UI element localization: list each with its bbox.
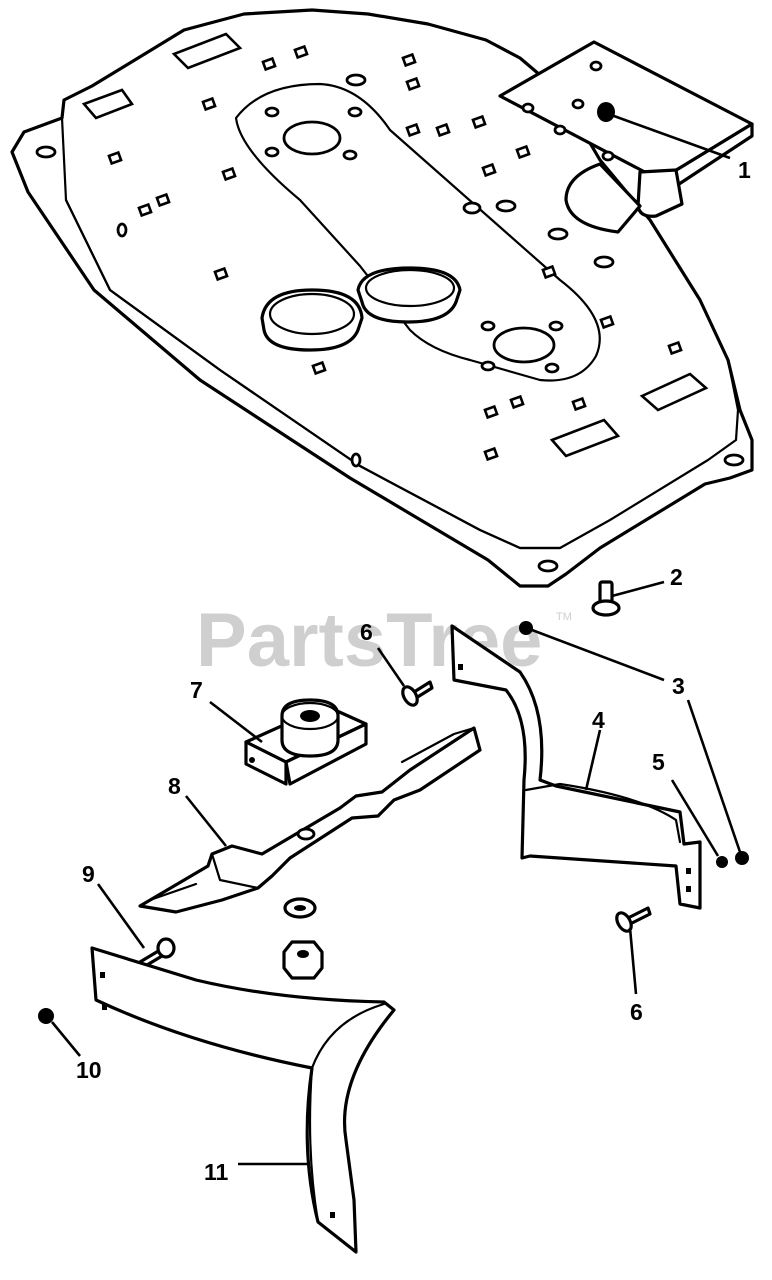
part-6-bolt-lower xyxy=(615,906,652,933)
callout-6-upper: 6 xyxy=(360,619,373,645)
part-1-bracket xyxy=(498,40,754,234)
part-8-blade xyxy=(138,726,482,914)
callout-labels: 1 2 3 4 5 6 6 7 8 9 10 11 xyxy=(76,157,751,1185)
blade-washer xyxy=(283,897,317,919)
part-4-baffle xyxy=(450,624,702,910)
callout-9: 9 xyxy=(82,861,95,887)
deck-dimples xyxy=(107,44,683,462)
part-11-baffle xyxy=(90,946,396,1254)
callout-6-lower: 6 xyxy=(630,999,643,1025)
part-2-bolt xyxy=(591,580,621,617)
watermark-trademark: TM xyxy=(556,611,572,623)
callout-4: 4 xyxy=(592,707,605,733)
part-5-washer xyxy=(716,856,728,868)
part-10-nut xyxy=(38,1008,54,1024)
part-6-bolt-upper xyxy=(401,680,434,707)
callout-1: 1 xyxy=(738,157,751,183)
leader-lines xyxy=(50,114,742,1166)
callout-8: 8 xyxy=(168,773,181,799)
callout-2: 2 xyxy=(670,564,683,590)
callout-11: 11 xyxy=(204,1159,229,1185)
callout-7: 7 xyxy=(190,677,203,703)
callout-5: 5 xyxy=(652,749,665,775)
callout-10: 10 xyxy=(76,1057,102,1083)
blade-nut xyxy=(282,940,324,980)
callout-3: 3 xyxy=(672,673,685,699)
part-7-hub xyxy=(244,698,368,786)
part-3-nut xyxy=(519,621,749,865)
mower-deck-housing xyxy=(10,8,754,588)
